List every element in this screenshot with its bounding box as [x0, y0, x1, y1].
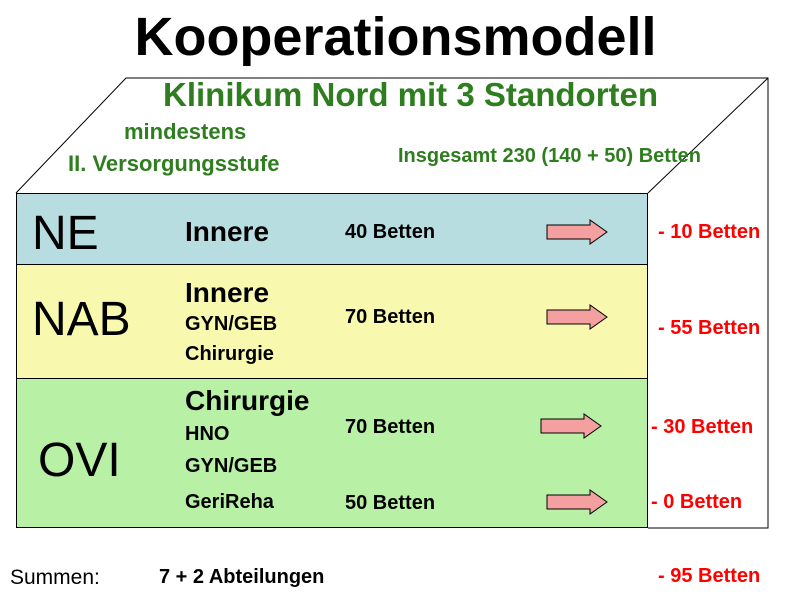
ovi-beds-1: 70 Betten — [345, 416, 436, 438]
nab-dept-3: Chirurgie — [185, 343, 274, 365]
ne-dept-1: Innere — [185, 216, 270, 247]
site-code-nab: NAB — [32, 293, 131, 346]
ovi-reduction-2: - 0 Betten — [651, 491, 743, 513]
band-ovi — [16, 378, 648, 528]
ovi-beds-2: 50 Betten — [345, 492, 436, 514]
ovi-dept-1: Chirurgie — [185, 385, 310, 416]
nab-dept-1: Innere — [185, 277, 270, 308]
care-level-line2: II. Versorgungsstufe — [68, 151, 280, 176]
ovi-dept-2: HNO — [185, 423, 230, 445]
ne-beds: 40 Betten — [345, 221, 436, 243]
site-code-ne: NE — [32, 207, 99, 260]
ne-reduction: - 10 Betten — [658, 221, 761, 243]
nab-dept-2: GYN/GEB — [185, 313, 278, 335]
ovi-dept-4: GeriReha — [185, 491, 274, 513]
band-ne — [16, 193, 648, 265]
ovi-reduction-1: - 30 Betten — [651, 416, 754, 438]
ovi-dept-3: GYN/GEB — [185, 455, 278, 477]
care-level-line1: mindestens — [124, 119, 247, 144]
summary-label: Summen: — [10, 566, 100, 589]
total-beds: Insgesamt 230 (140 + 50) Betten — [398, 145, 701, 167]
summary-reduction: - 95 Betten — [658, 565, 761, 587]
subtitle: Klinikum Nord mit 3 Standorten — [163, 76, 659, 113]
site-code-ovi: OVI — [38, 434, 121, 487]
arrow-right-icon — [540, 413, 602, 439]
arrow-right-icon — [546, 219, 608, 245]
arrow-right-icon — [546, 489, 608, 515]
arrow-right-icon — [546, 304, 608, 330]
nab-reduction: - 55 Betten — [658, 317, 761, 339]
page-title: Kooperationsmodell — [134, 7, 657, 67]
nab-beds: 70 Betten — [345, 306, 436, 328]
summary-departments: 7 + 2 Abteilungen — [159, 566, 325, 588]
